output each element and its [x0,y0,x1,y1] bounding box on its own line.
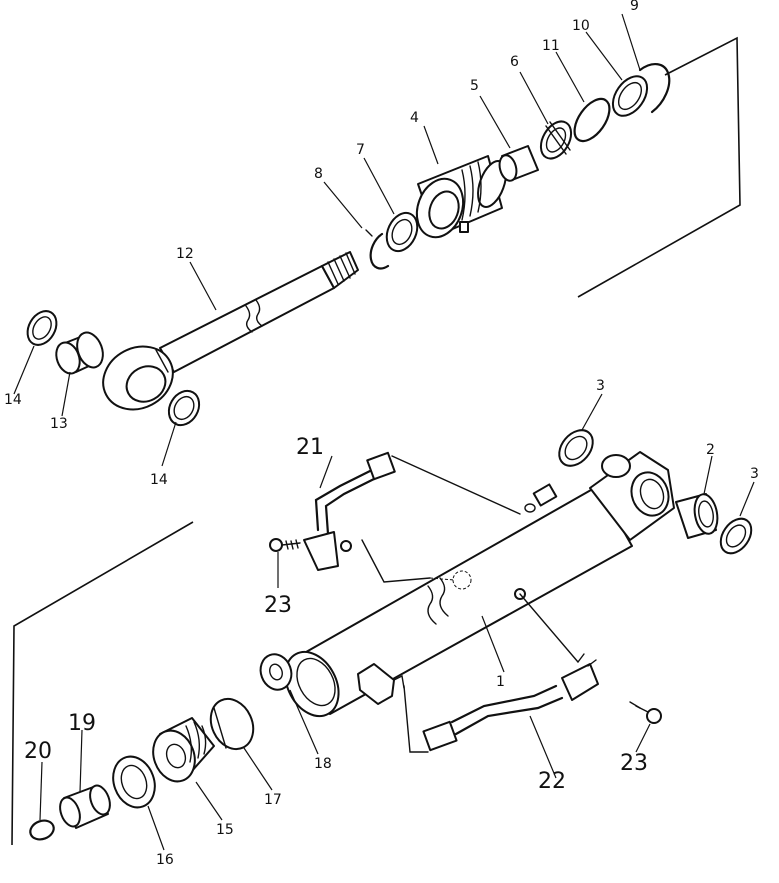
leader-lines [13,13,755,851]
callout-6: 6 [510,54,519,70]
callout-14-left: 14 [4,392,22,408]
retaining-ring-part-9 [638,63,671,114]
callout-8: 8 [314,166,323,182]
dust-seal-part-14-left [26,310,58,346]
piston-part-15 [152,717,215,783]
pipe-part-22 [403,593,599,753]
piston-ring-part-16 [112,755,156,809]
backup-ring-part-10 [611,75,649,117]
seal-part-7 [385,211,419,253]
lower-frame-line [11,521,194,846]
callout-7: 7 [356,142,365,158]
callout-14-right: 14 [150,472,168,488]
o-ring-part-20 [29,819,55,841]
pipe-part-21 [303,451,521,583]
bolt-part-23-left [269,538,301,552]
callout-2: 2 [706,442,715,458]
callout-16: 16 [156,852,174,868]
callout-17: 17 [264,792,282,808]
snap-ring-part-8 [365,229,390,270]
spacer-part-19 [59,784,111,829]
callout-11: 11 [542,38,560,54]
callout-21: 21 [296,435,324,460]
piston-rod-part-12 [102,251,359,411]
callout-12: 12 [176,246,194,262]
cylinder-head-part-4 [415,155,507,239]
callout-23-left: 23 [264,593,292,618]
wear-ring-part-17 [209,697,255,751]
callout-23-right: 23 [620,751,648,776]
callout-20: 20 [24,739,52,764]
bushing-part-13 [55,331,104,375]
callout-9: 9 [630,0,639,14]
callout-10: 10 [572,18,590,34]
callout-1: 1 [496,674,505,690]
callout-18: 18 [314,756,332,772]
upper-frame-line [577,36,741,298]
bushing-part-5 [498,145,539,182]
dust-seal-part-3-upper [558,429,594,467]
callout-22: 22 [538,769,566,794]
callout-5: 5 [470,78,479,94]
nut-part-18 [259,653,293,691]
callout-13: 13 [50,416,68,432]
callout-3-right: 3 [750,466,759,482]
cylinder-tube-part-1 [284,451,675,718]
buffer-ring-part-6 [539,120,573,160]
o-ring-part-11 [573,97,611,143]
bushing-part-2 [675,493,719,539]
callout-19: 19 [68,711,96,736]
callout-3-upper: 3 [596,378,605,394]
dust-seal-part-14-right [167,389,201,427]
callout-labels: 9 10 11 6 5 4 7 8 12 14 13 14 3 2 3 1 18… [4,0,759,868]
callout-4: 4 [410,110,419,126]
callout-15: 15 [216,822,234,838]
bolt-part-23-right [629,701,662,724]
dust-seal-part-3-right [719,517,753,555]
